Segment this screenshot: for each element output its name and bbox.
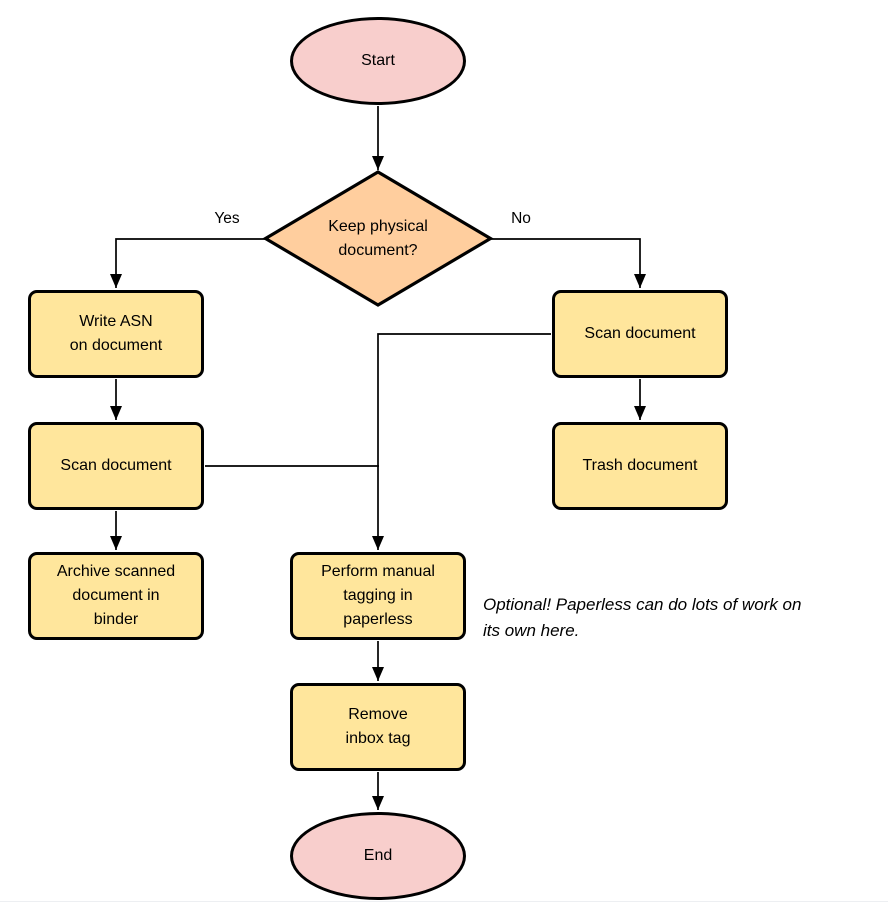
edge-decision-no-to-scan-right xyxy=(490,238,646,288)
process-node-manual-tagging: Perform manual tagging in paperless xyxy=(290,552,466,640)
process-node-archive-in-binder: Archive scanned document in binder xyxy=(28,552,204,640)
start-node: Start xyxy=(290,17,466,105)
edge-label-no: No xyxy=(497,210,545,228)
process-node-write-asn: Write ASN on document xyxy=(28,290,204,378)
process-node-remove-inbox-tag: Remove inbox tag xyxy=(290,683,466,771)
process-node-trash-document: Trash document xyxy=(552,422,728,510)
annotation-text: Optional! Paperless can do lots of work … xyxy=(483,595,802,640)
decision-node: Keep physical document? xyxy=(328,217,428,259)
canvas-bottom-border xyxy=(0,901,888,902)
process-node-scan-document-left: Scan document xyxy=(28,422,204,510)
end-node: End xyxy=(290,812,466,900)
edge-decision-yes-to-write-asn xyxy=(110,238,265,288)
edge-scan-right-to-tagging xyxy=(372,333,551,550)
edge-label-yes: Yes xyxy=(201,210,253,228)
process-node-scan-document-right: Scan document xyxy=(552,290,728,378)
decision-diamond-shape xyxy=(262,170,494,307)
